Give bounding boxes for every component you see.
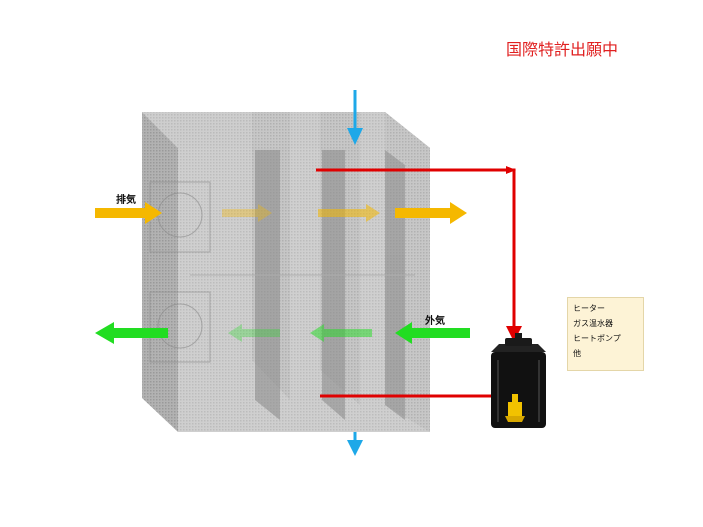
- exhaust-arrow-in: [95, 202, 162, 224]
- outside-air-arrow-internal-1: [310, 324, 372, 342]
- exhaust-label: 排気: [116, 195, 136, 206]
- exhaust-arrow-out: [395, 202, 467, 224]
- exhaust-arrow-internal-1: [222, 204, 272, 222]
- box-top-face: [142, 112, 430, 148]
- heat-source-item: ガス温水器: [573, 319, 613, 328]
- exhaust-arrow-internal-2: [318, 204, 380, 222]
- fan-housings: [149, 181, 211, 363]
- heat-source-item: ヒートポンプ: [573, 334, 621, 343]
- supply-pipe: [316, 166, 522, 342]
- outside-air-label: 外気: [425, 316, 445, 327]
- outside-air-arrow-internal-2: [228, 324, 280, 342]
- water-outlet-arrow: [347, 432, 363, 456]
- water-tank: [491, 333, 546, 428]
- outside-air-arrow-in: [395, 322, 470, 344]
- heat-source-item: ヒーター: [573, 304, 605, 313]
- patent-pending-label: 国際特許出願中: [506, 40, 619, 59]
- box-left-face: [142, 112, 178, 432]
- water-inlet-arrow: [347, 90, 363, 145]
- heat-source-note: ヒーター ガス温水器 ヒートポンプ 他: [567, 297, 644, 371]
- heat-source-item: 他: [573, 349, 581, 358]
- outside-air-arrow-out: [95, 322, 168, 344]
